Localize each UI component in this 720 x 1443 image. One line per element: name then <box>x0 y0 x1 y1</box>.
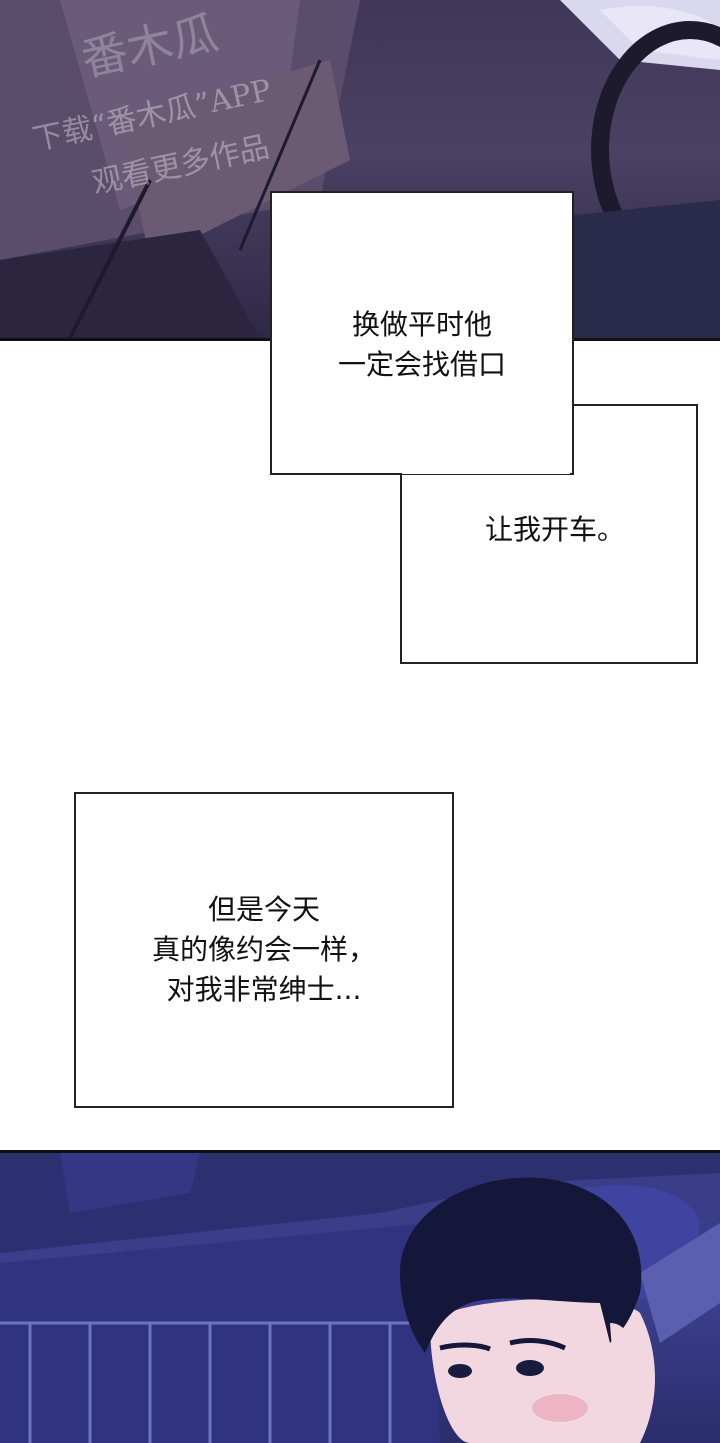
narration-text-3: 但是今天 真的像约会一样， 对我非常绅士... <box>151 893 376 1006</box>
hair <box>400 1177 642 1353</box>
man-illustration <box>0 1153 720 1443</box>
narration-box-join <box>402 402 570 474</box>
narration-text-2: 让我开车。 <box>484 513 625 546</box>
bottom-panel-man-in-car <box>0 1150 720 1443</box>
narration-text-1: 换做平时他 一定会找借口 <box>337 308 506 381</box>
narration-box-3: 但是今天 真的像约会一样， 对我非常绅士... <box>74 792 454 1108</box>
